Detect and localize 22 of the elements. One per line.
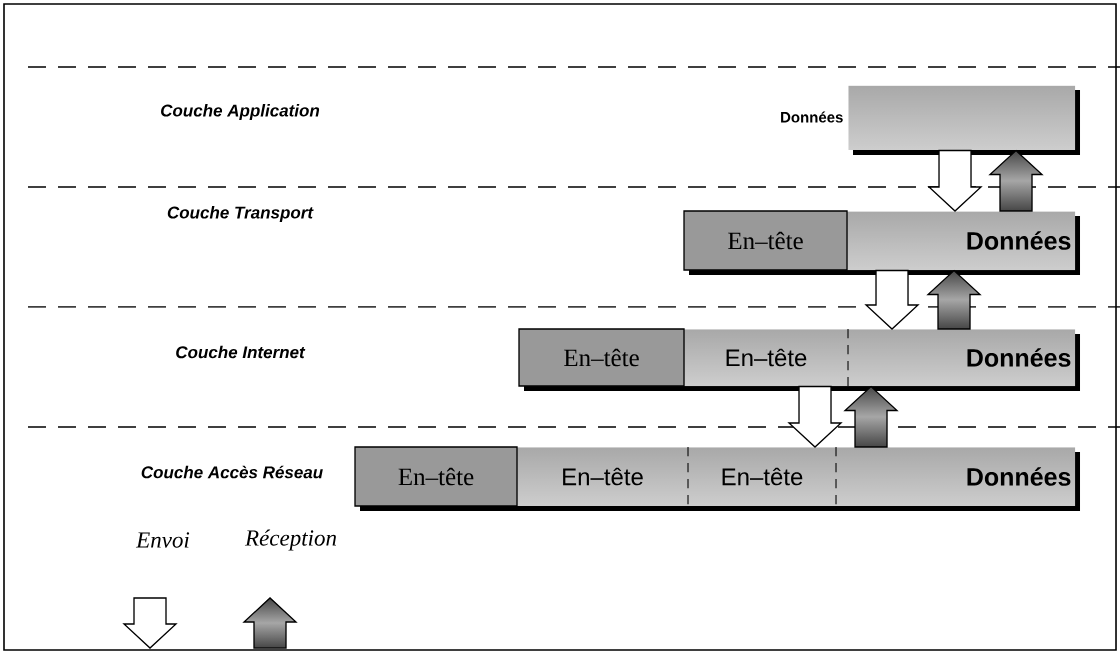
header-cell: En–tête [726, 348, 807, 367]
block-arrow [864, 269, 920, 330]
header-cell: En–tête [722, 467, 803, 486]
block-arrow [787, 385, 843, 448]
layer-label: Couche Transport [167, 206, 314, 222]
data-cell: Données [967, 348, 1071, 367]
header-cell: En–tête [354, 446, 518, 507]
packet-heading: Données [781, 111, 843, 123]
header-cell: En–tête [563, 467, 643, 486]
block-arrow [988, 149, 1044, 212]
block-arrow [926, 269, 982, 330]
data-cell: Données [967, 231, 1071, 250]
layer-label: Couche Internet [176, 345, 306, 359]
header-cell: En–tête [683, 210, 848, 271]
block-arrow [927, 149, 983, 212]
header-cell: En–tête [518, 328, 685, 387]
legend-label: Envoi [135, 532, 190, 548]
block-arrow [843, 385, 899, 448]
layer-label: Couche Application [161, 104, 320, 120]
data-cell: Données [967, 467, 1071, 486]
layer-label: Couche Accès Réseau [141, 465, 323, 479]
legend-label: Réception [244, 529, 337, 551]
